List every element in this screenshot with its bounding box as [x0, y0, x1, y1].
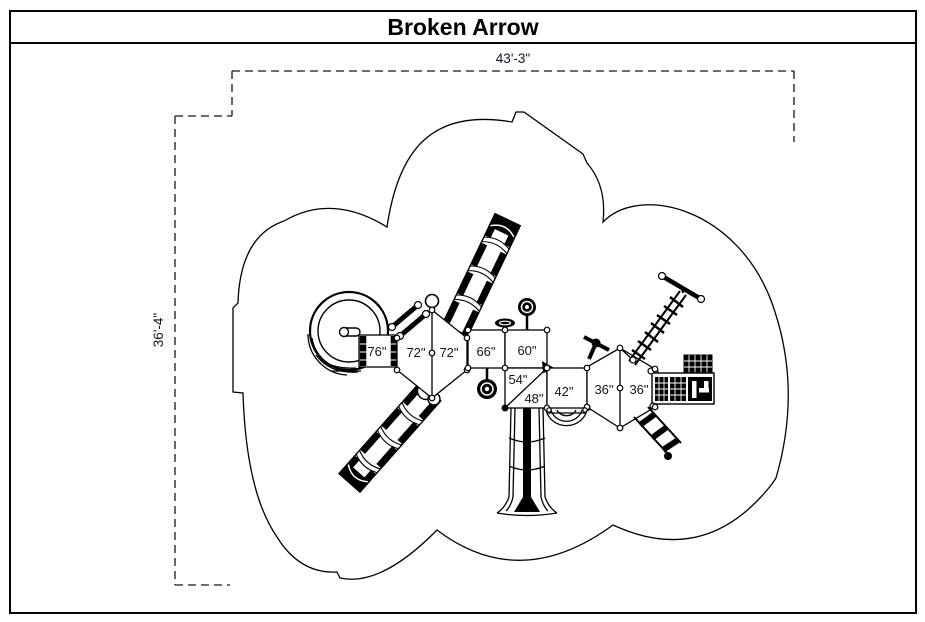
height-dimension-label: 36'-4" [151, 313, 166, 348]
crawl-tunnel [545, 409, 588, 427]
page-title: Broken Arrow [387, 14, 538, 40]
label-36a: 36" [594, 382, 613, 397]
handrail-pair [387, 300, 431, 341]
transfer-post [501, 404, 509, 412]
deck-76-hatch [359, 336, 398, 366]
width-dimension-label: 43'-3" [496, 51, 531, 66]
double-slide [496, 407, 558, 517]
label-48: 48" [524, 391, 543, 406]
deck-labels: 76" 72" 72" 66" 60" 54" 48" 42" 36" 36" [367, 343, 648, 406]
height-dimension: 36'-4" [151, 115, 232, 586]
width-dimension: 43'-3" [231, 51, 795, 142]
slide-entry-handle [338, 326, 361, 338]
use-zone-outline [232, 111, 789, 580]
label-72b: 72" [439, 345, 458, 360]
t-spinner [583, 335, 610, 360]
label-54: 54" [508, 372, 527, 387]
label-76: 76" [367, 344, 386, 359]
label-66: 66" [476, 344, 495, 359]
label-72a: 72" [406, 345, 425, 360]
deck-54-48-divider [506, 369, 546, 407]
label-60: 60" [517, 343, 536, 358]
label-36b: 36" [629, 382, 648, 397]
deck-60 [504, 329, 548, 369]
drum-panel [477, 368, 497, 399]
label-42: 42" [554, 384, 573, 399]
deck-posts [393, 306, 659, 432]
roof-post-ball [424, 293, 440, 309]
step-climber [633, 406, 682, 460]
periscope [518, 298, 536, 330]
